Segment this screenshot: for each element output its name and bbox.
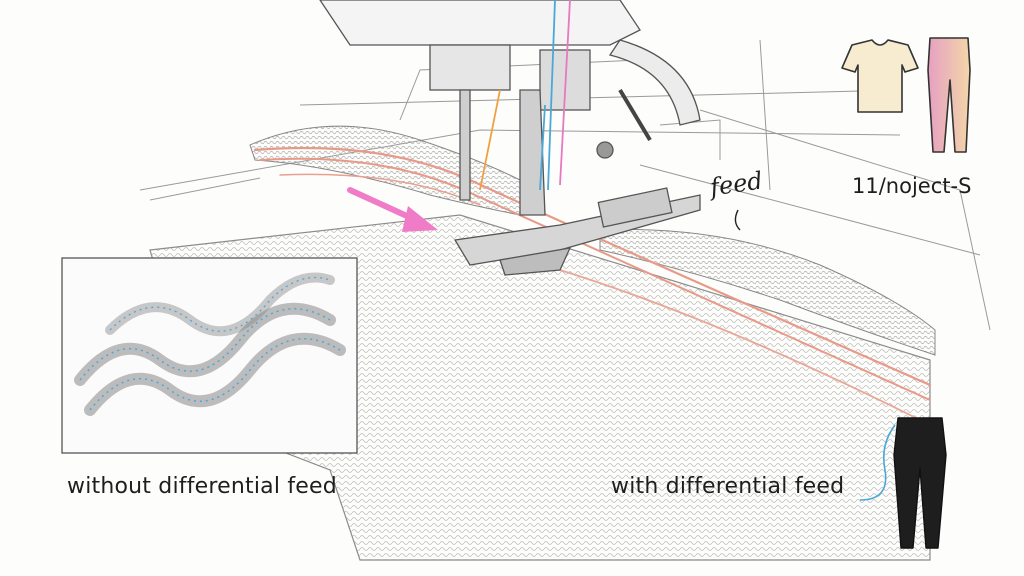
label-with-differential-feed: with differential feed: [611, 474, 845, 499]
sewing-machine: [319, 0, 701, 276]
threads: [479, 0, 571, 191]
leggings-icon: [927, 37, 971, 153]
inset-without-feed: [61, 257, 358, 454]
label-without-differential-feed: without differential feed: [67, 474, 337, 499]
machine-bed: [139, 39, 991, 331]
black-leggings-icon: [859, 417, 947, 549]
feed-direction-arrow: [347, 187, 438, 232]
label-projects: 11/noject-S: [852, 174, 972, 198]
feed-pointer: [734, 209, 741, 231]
tshirt-icon: [841, 39, 919, 113]
